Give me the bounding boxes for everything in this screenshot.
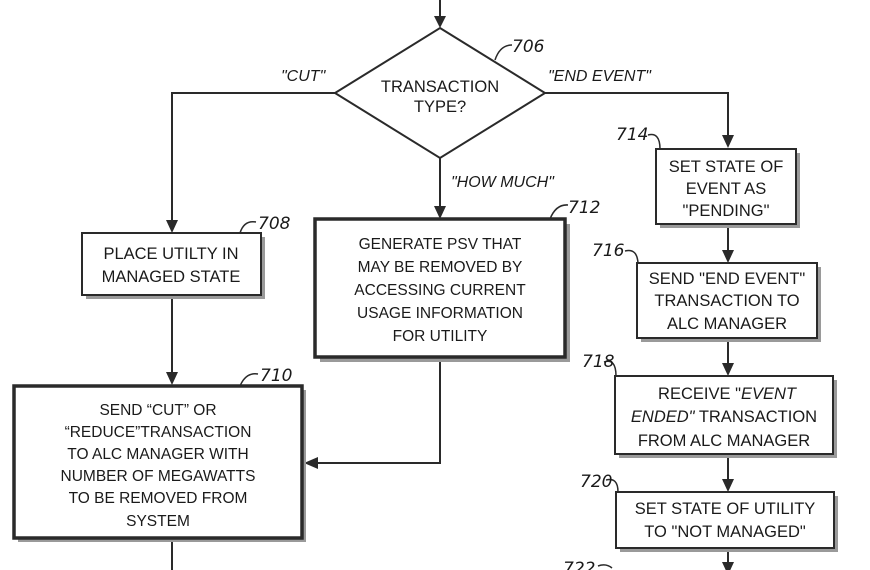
step-708-box <box>81 232 262 296</box>
arrowhead-712-710 <box>304 457 318 469</box>
step-718-line-2-rest: TRANSACTION <box>695 408 818 426</box>
ref-722: 722 <box>563 559 595 570</box>
step-718-line-1-prefix: RECEIVE " <box>658 385 741 403</box>
step-718: RECEIVE "EVENT ENDED" TRANSACTION FROM A… <box>582 352 837 458</box>
branch-label-how-much: "HOW MUCH" <box>451 174 555 191</box>
step-718-line-3: FROM ALC MANAGER <box>638 432 810 450</box>
cut-branch-arrowhead <box>166 220 178 233</box>
ref-712-leader <box>549 204 569 220</box>
step-720-line-2: TO "NOT MANAGED" <box>644 523 806 541</box>
step-714-line-2: EVENT AS <box>686 180 766 198</box>
step-708-line-2: MANAGED STATE <box>102 268 241 286</box>
connectors <box>166 0 734 570</box>
step-712-line-2: MAY BE REMOVED BY <box>358 259 523 276</box>
ref-708: 708 <box>258 214 291 234</box>
step-708: PLACE UTILTY IN MANAGED STATE 708 <box>81 214 291 299</box>
branch-label-cut: "CUT" <box>281 68 327 85</box>
decision-label-line-1: TRANSACTION <box>381 78 499 96</box>
ref-718: 718 <box>582 352 615 372</box>
step-714-line-3: "PENDING" <box>683 202 770 220</box>
step-712-line-5: FOR UTILITY <box>393 328 488 345</box>
end-event-branch-line <box>545 92 729 140</box>
branch-label-end-event: "END EVENT" <box>548 68 652 85</box>
step-720-line-1: SET STATE OF UTILITY <box>635 500 816 518</box>
cut-branch-line <box>171 92 335 225</box>
end-event-branch-arrowhead <box>722 135 734 148</box>
step-718-box <box>614 375 834 455</box>
step-722: 722 <box>563 559 613 570</box>
ref-706: 706 <box>512 37 545 57</box>
step-716: SEND "END EVENT" TRANSACTION TO ALC MANA… <box>592 241 821 342</box>
step-716-line-3: ALC MANAGER <box>667 315 787 333</box>
step-710-line-6: SYSTEM <box>126 513 190 530</box>
how-much-branch-arrowhead <box>434 206 446 219</box>
step-720: SET STATE OF UTILITY TO "NOT MANAGED" 72… <box>580 472 838 552</box>
ref-718-leader <box>603 360 617 377</box>
step-710-line-3: TO ALC MANAGER WITH <box>67 446 248 463</box>
step-712: GENERATE PSV THAT MAY BE REMOVED BY ACCE… <box>313 198 600 362</box>
step-716-line-2: TRANSACTION TO <box>654 292 799 310</box>
ref-720-leader <box>605 478 619 493</box>
step-718-line-1: RECEIVE "EVENT <box>658 385 798 403</box>
incoming-arrowhead <box>434 16 446 28</box>
ref-720: 720 <box>580 472 612 492</box>
step-718-line-1-italic: EVENT <box>741 385 798 403</box>
step-714-line-1: SET STATE OF <box>669 158 784 176</box>
ref-706-leader <box>494 44 513 61</box>
arrowhead-708-710 <box>166 372 178 385</box>
arrowhead-718-720 <box>722 479 734 492</box>
line-712-710 <box>312 362 441 464</box>
step-712-line-4: USAGE INFORMATION <box>357 305 523 322</box>
ref-708-leader <box>239 220 257 234</box>
step-720-box <box>615 491 835 549</box>
arrowhead-716-718 <box>722 363 734 376</box>
decision-706: TRANSACTION TYPE? 706 <box>333 26 547 160</box>
ref-710: 710 <box>260 366 292 386</box>
step-710-box <box>12 384 304 540</box>
step-716-box <box>636 262 818 339</box>
arrowhead-720-722 <box>722 562 734 570</box>
ref-714-leader <box>647 133 661 150</box>
step-710: SEND “CUT” OR “REDUCE”TRANSACTION TO ALC… <box>12 366 306 542</box>
step-714: SET STATE OF EVENT AS "PENDING" 714 <box>616 125 800 228</box>
ref-710-leader <box>239 373 259 387</box>
ref-716-leader <box>624 249 639 264</box>
step-712-line-3: ACCESSING CURRENT <box>354 282 526 299</box>
decision-label-line-2: TYPE? <box>414 98 466 116</box>
arrowhead-714-716 <box>722 250 734 263</box>
decision-diamond <box>333 26 547 160</box>
step-718-line-2-italic: ENDED" <box>631 408 696 426</box>
step-712-line-1: GENERATE PSV THAT <box>359 236 522 253</box>
step-716-line-1: SEND "END EVENT" <box>649 270 806 288</box>
step-712-box <box>313 217 567 359</box>
ref-712: 712 <box>568 198 600 218</box>
step-710-line-4: NUMBER OF MEGAWATTS <box>61 468 256 485</box>
step-718-line-2: ENDED" TRANSACTION <box>631 408 817 426</box>
step-710-line-1: SEND “CUT” OR <box>99 402 216 419</box>
step-710-line-5: TO BE REMOVED FROM <box>69 490 248 507</box>
ref-714: 714 <box>616 125 648 145</box>
step-714-box <box>655 148 797 225</box>
step-708-line-1: PLACE UTILTY IN <box>103 245 238 263</box>
step-710-line-2: “REDUCE”TRANSACTION <box>65 424 252 441</box>
ref-722-leader <box>597 564 613 569</box>
ref-716: 716 <box>592 241 625 261</box>
